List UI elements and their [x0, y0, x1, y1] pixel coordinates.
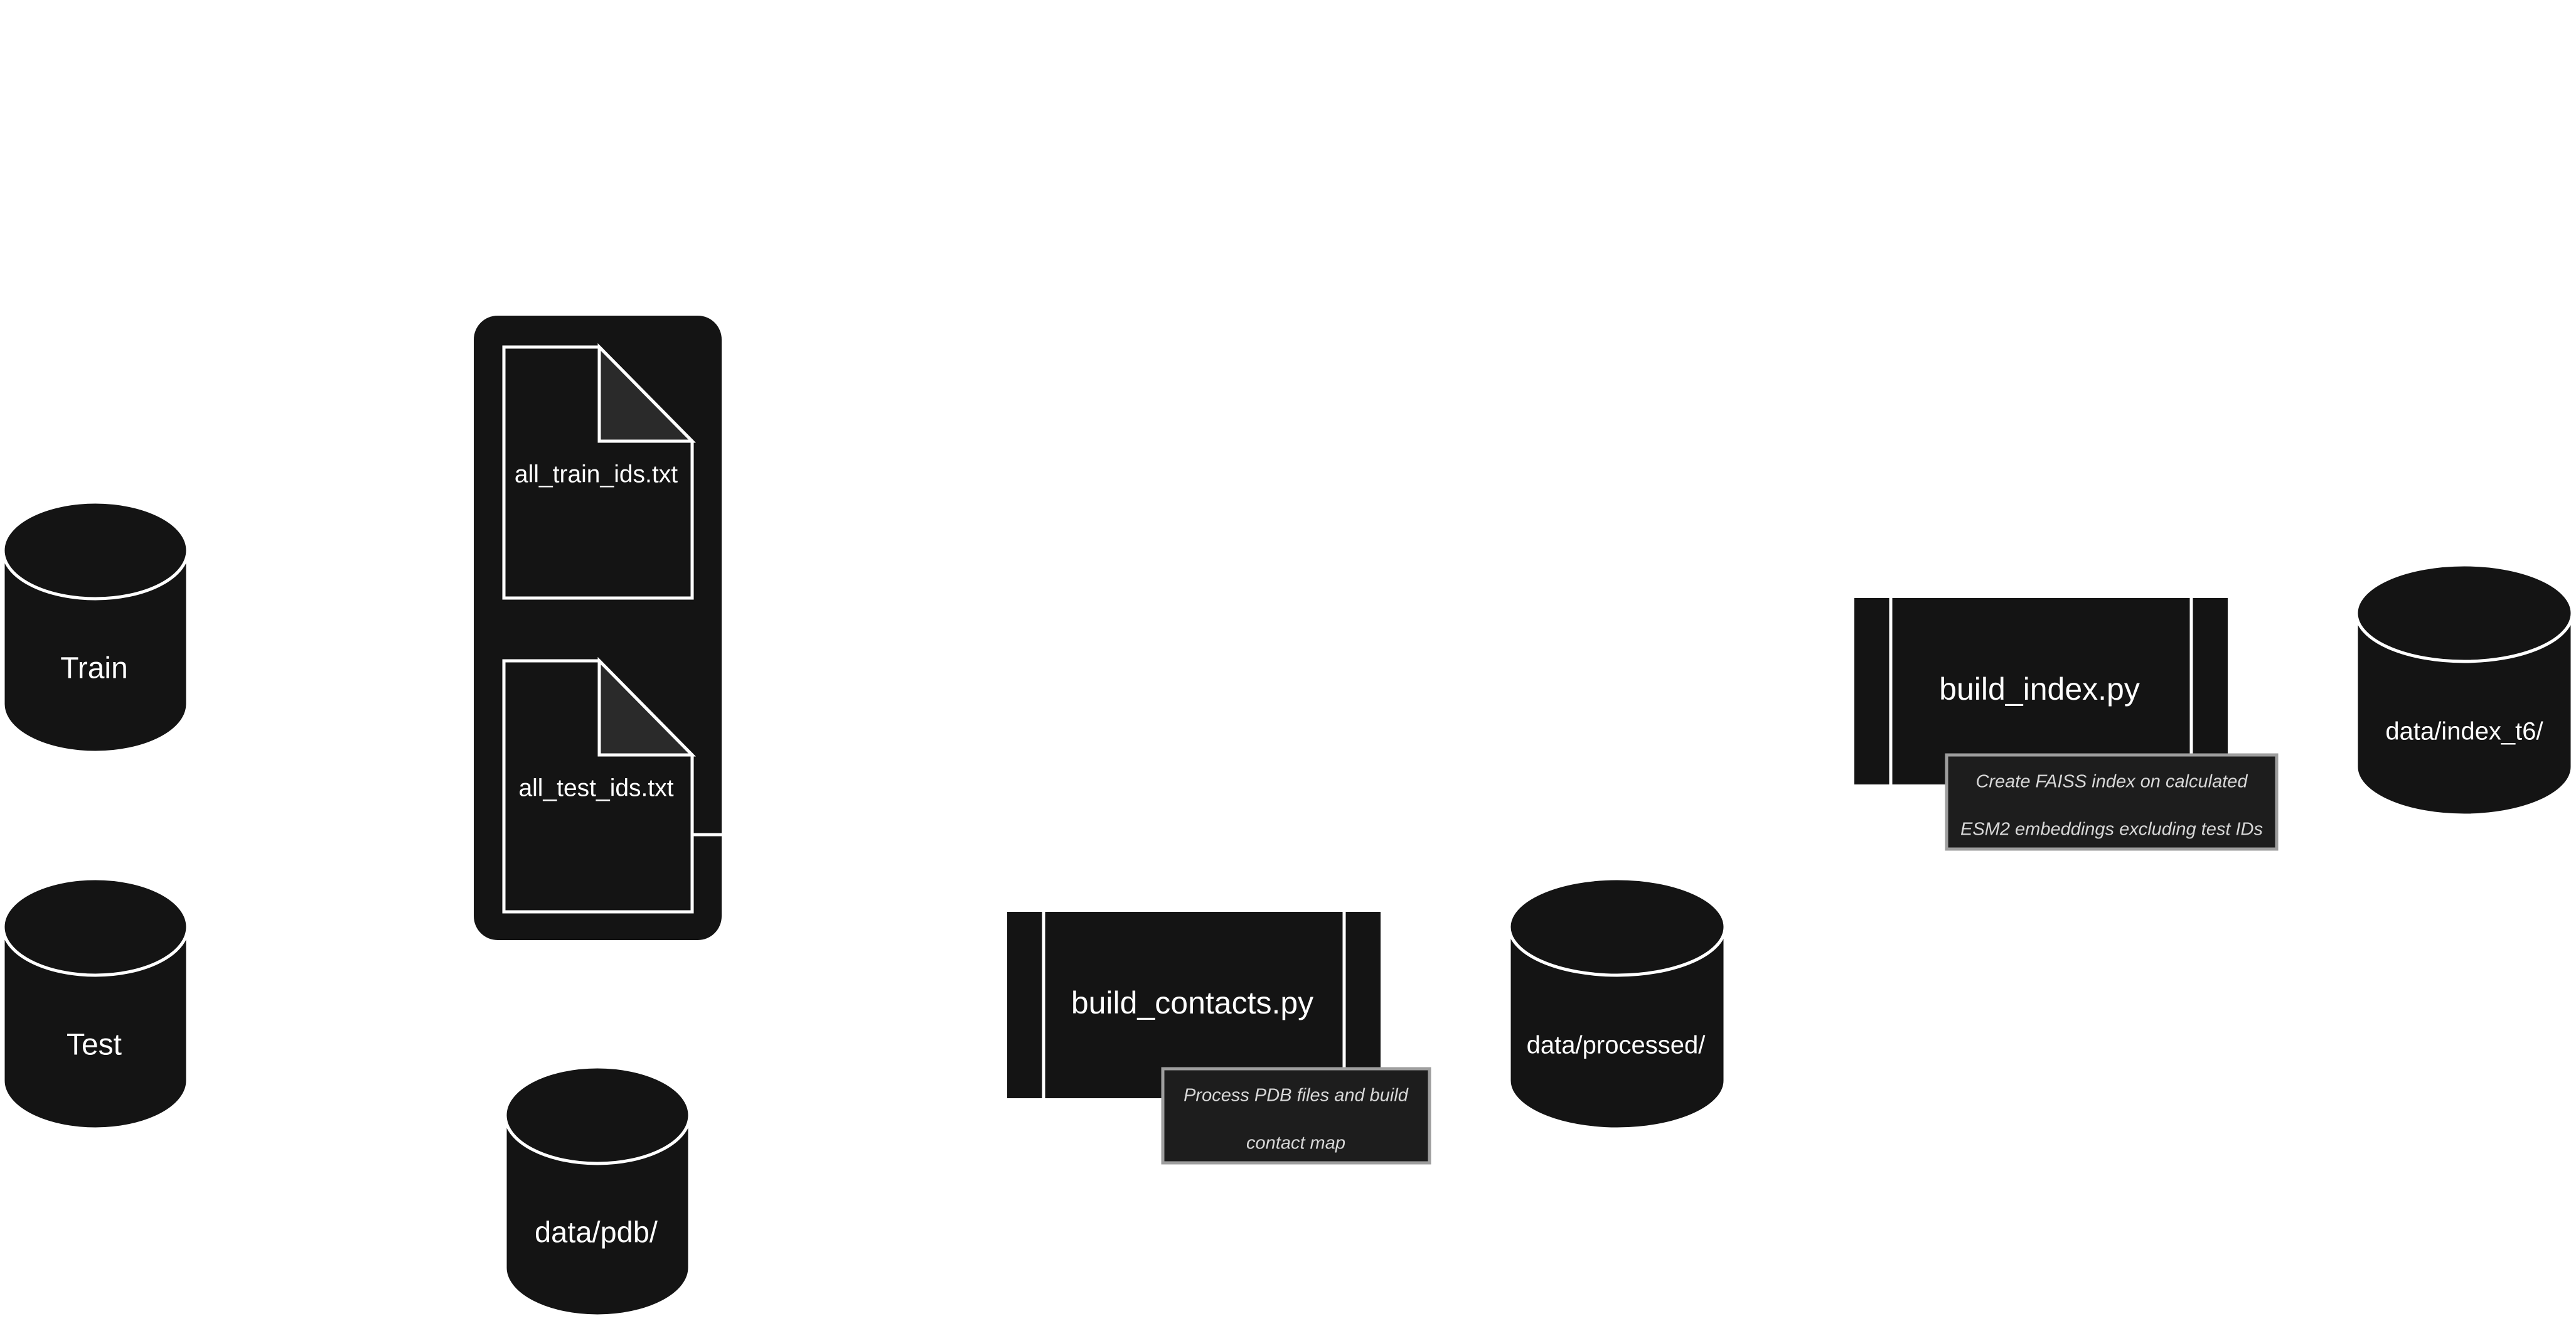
build-index-label: build_index.py — [1939, 671, 2140, 707]
build-index-note-line-1: Create FAISS index on calculated — [1975, 772, 2248, 792]
test-ids-file-label: all_test_ids.txt — [518, 774, 673, 801]
index-database: data/index_t6/ — [2354, 563, 2574, 817]
pdb-database-label: data/pdb/ — [535, 1215, 658, 1248]
processed-database-label: data/processed/ — [1527, 1032, 1706, 1059]
train-ids-file-label: all_train_ids.txt — [515, 461, 678, 488]
test-database: Test — [1, 877, 190, 1131]
train-ids-file: all_train_ids.txt — [502, 343, 696, 600]
build-contacts-note: Process PDB files and build contact map — [1161, 1067, 1431, 1165]
build-index-note-line-2: ESM2 embeddings excluding test IDs — [1960, 820, 2263, 840]
train-database: Train — [1, 500, 190, 754]
processed-database: data/processed/ — [1507, 877, 1727, 1131]
build-contacts-note-line-1: Process PDB files and build — [1184, 1086, 1409, 1106]
build-index-note: Create FAISS index on calculated ESM2 em… — [1945, 753, 2279, 851]
index-database-label: data/index_t6/ — [2385, 718, 2543, 746]
test-database-label: Test — [67, 1029, 122, 1062]
train-database-label: Train — [60, 652, 128, 685]
build-contacts-note-line-2: contact map — [1246, 1133, 1345, 1153]
pdb-database: data/pdb/ — [503, 1065, 692, 1318]
build-contacts-label: build_contacts.py — [1071, 985, 1313, 1020]
test-ids-file: all_test_ids.txt — [502, 656, 696, 914]
id-files-container: all_train_ids.txt all_test_ids.txt — [474, 316, 722, 940]
